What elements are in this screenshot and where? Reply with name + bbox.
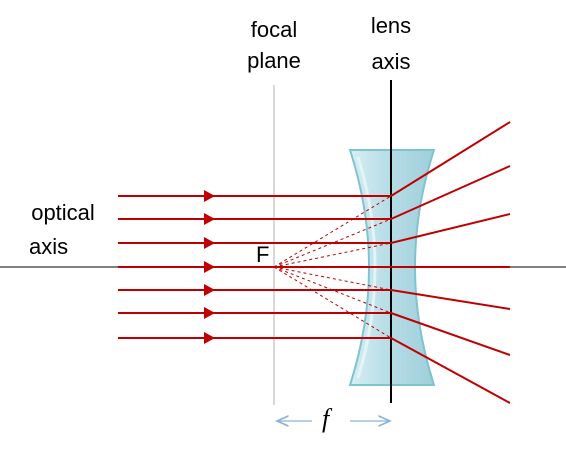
ray-arrowhead <box>204 237 215 249</box>
outgoing-rays <box>390 121 511 404</box>
outgoing-ray <box>390 121 511 197</box>
focal-plane-label: focal plane <box>238 16 310 75</box>
optical-axis-label-line2: axis <box>29 234 69 259</box>
ray-arrowhead <box>204 284 215 296</box>
ray-arrowhead <box>204 261 215 273</box>
outgoing-ray <box>390 289 511 310</box>
virtual-ray <box>273 266 392 339</box>
optical-axis-label: optical axis <box>18 199 108 261</box>
virtual-ray <box>273 266 392 314</box>
focal-length-label: f <box>322 404 330 433</box>
ray-arrowhead <box>204 213 215 225</box>
optical-axis-label-line1: optical <box>31 200 95 225</box>
lens-axis-label-line2: axis <box>371 49 411 74</box>
outgoing-ray <box>390 312 511 356</box>
focal-plane-label-line2: plane <box>247 48 301 73</box>
lens-axis-label-line1: lens <box>370 13 412 38</box>
virtual-ray <box>273 195 392 268</box>
outgoing-ray <box>390 337 511 404</box>
ray-arrowhead <box>204 307 215 319</box>
lens-axis-label: lens axis <box>356 12 426 76</box>
virtual-ray <box>273 266 392 291</box>
outgoing-ray <box>390 213 511 244</box>
focal-plane-label-line1: focal <box>250 17 298 42</box>
ray-arrowhead <box>204 190 215 202</box>
ray-arrowhead <box>204 332 215 344</box>
incoming-rays <box>118 195 391 339</box>
virtual-rays <box>273 195 392 339</box>
focal-point-label: F <box>256 242 270 267</box>
outgoing-ray <box>390 165 511 220</box>
ray-arrowheads <box>204 190 215 344</box>
virtual-ray <box>273 242 392 268</box>
